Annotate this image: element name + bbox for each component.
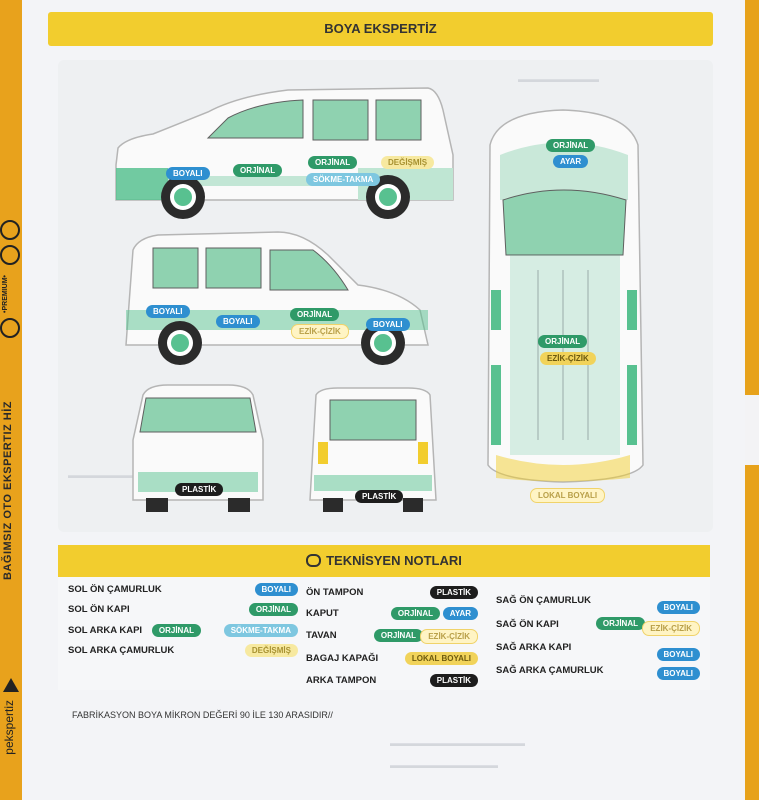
tag-left-front-door: ORJİNAL bbox=[233, 164, 283, 177]
tag-roof-2: EZİK-ÇİZİK bbox=[540, 352, 596, 365]
warning-triangle-icon bbox=[3, 678, 19, 692]
brand-name: pekspertiz bbox=[2, 700, 16, 755]
front-view bbox=[132, 384, 264, 512]
logo-wheel-icon bbox=[0, 318, 20, 338]
note-label: SOL ÖN ÇAMURLUK bbox=[68, 584, 162, 595]
note-row: KAPUT ORJİNAL AYAR bbox=[306, 606, 478, 622]
note-row: SOL ÖN ÇAMURLUK BOYALI bbox=[68, 582, 298, 598]
chat-icon bbox=[306, 554, 322, 568]
note-label: SAĞ ARKA KAPI bbox=[496, 642, 572, 653]
note-label: KAPUT bbox=[306, 608, 339, 619]
note-label: SOL ARKA ÇAMURLUK bbox=[68, 645, 175, 656]
note-label: SAĞ ARKA ÇAMURLUK bbox=[496, 665, 604, 676]
tag-left-rear-door-2: SÖKME-TAKMA bbox=[306, 173, 381, 186]
tag-front-bumper: PLASTİK bbox=[175, 483, 224, 496]
ghost-text: ▬▬▬▬▬▬▬▬▬▬▬▬▬▬▬ bbox=[390, 738, 525, 748]
note-label: SOL ARKA KAPI bbox=[68, 625, 143, 636]
note-row: ÖN TAMPON PLASTİK bbox=[306, 585, 478, 601]
tag-right-rear-door: BOYALI bbox=[216, 315, 260, 328]
vehicle-drawings bbox=[115, 87, 644, 512]
notes-title-text: TEKNİSYEN NOTLARI bbox=[326, 553, 462, 568]
note-row: SAĞ ARKA KAPI BOYALI bbox=[496, 640, 700, 661]
note-label: SAĞ ÖN ÇAMURLUK bbox=[496, 595, 591, 606]
note-tag: BOYALI bbox=[656, 667, 700, 680]
note-label: BAGAJ KAPAĞI bbox=[306, 653, 379, 664]
tag-right-front-door: ORJİNAL bbox=[290, 308, 340, 321]
page-title: BOYA EKSPERTİZ bbox=[48, 12, 713, 46]
note-tag: BOYALI bbox=[656, 648, 700, 661]
tag-hood: ORJİNAL bbox=[546, 139, 596, 152]
tag-right-front-fender: BOYALI bbox=[366, 318, 410, 331]
note-tag: SÖKME-TAKMA bbox=[223, 624, 298, 637]
note-tag: LOKAL BOYALI bbox=[404, 652, 478, 665]
tag-left-fender: BOYALI bbox=[166, 167, 210, 180]
note-row: SOL ÖN KAPI ORJİNAL bbox=[68, 602, 298, 618]
note-row: TAVAN ORJİNAL EZİK-ÇİZİK bbox=[306, 628, 478, 644]
note-tag: PLASTİK bbox=[429, 586, 478, 599]
right-tab bbox=[745, 395, 759, 465]
tag-left-rear-fender: DEĞİŞMİŞ bbox=[381, 156, 435, 169]
ghost-text: ▬▬▬▬▬▬▬▬▬▬▬▬ bbox=[390, 760, 498, 770]
logo-wheel-icon bbox=[0, 245, 20, 265]
left-side-view bbox=[115, 87, 454, 219]
footnote: FABRİKASYON BOYA MİKRON DEĞERİ 90 İLE 13… bbox=[72, 710, 333, 720]
side-strip: BAĞIMSIZ OTO EKSPERTIZ HİZ •PREMIUM• pek… bbox=[0, 0, 22, 800]
tag-right-rear-fender: BOYALI bbox=[146, 305, 190, 318]
note-row: SAĞ ÖN KAPI ORJİNAL EZİK-ÇİZİK bbox=[496, 617, 700, 636]
tag-right-front-door-2: EZİK-ÇİZİK bbox=[291, 324, 349, 339]
tag-left-rear-door: ORJİNAL bbox=[308, 156, 358, 169]
vehicle-diagram: ▬▬▬▬▬▬▬▬▬ ▬▬▬▬▬▬ ▬▬▬▬▬▬▬▬▬ bbox=[58, 60, 713, 532]
note-row: ARKA TAMPON PLASTİK bbox=[306, 673, 478, 689]
note-tag: EZİK-ÇİZİK bbox=[420, 629, 478, 644]
note-tag: ORJİNAL bbox=[248, 603, 298, 616]
logo-wheel-icon bbox=[0, 220, 20, 240]
ghost-text: ▬▬▬▬▬▬▬▬▬ bbox=[68, 470, 149, 480]
note-row: SAĞ ÖN ÇAMURLUK BOYALI bbox=[496, 593, 700, 614]
note-label: ÖN TAMPON bbox=[306, 587, 364, 598]
right-side-view bbox=[125, 231, 429, 365]
note-label: TAVAN bbox=[306, 630, 337, 641]
note-row: BAGAJ KAPAĞI LOKAL BOYALI bbox=[306, 651, 478, 667]
note-label: SAĞ ÖN KAPI bbox=[496, 619, 559, 630]
note-row: SAĞ ARKA ÇAMURLUK BOYALI bbox=[496, 663, 700, 680]
note-tag: EZİK-ÇİZİK bbox=[642, 621, 700, 636]
note-tag: AYAR bbox=[442, 607, 478, 620]
note-row: SOL ARKA ÇAMURLUK DEĞİŞMİŞ bbox=[68, 643, 298, 659]
tag-roof: ORJİNAL bbox=[538, 335, 588, 348]
tag-rear-bumper: PLASTİK bbox=[355, 490, 404, 503]
technician-notes: TEKNİSYEN NOTLARI SOL ÖN ÇAMURLUK BOYALI… bbox=[58, 545, 710, 690]
premium-label: •PREMIUM• bbox=[2, 275, 9, 313]
note-tag: ORJİNAL bbox=[373, 629, 423, 642]
notes-title: TEKNİSYEN NOTLARI bbox=[58, 545, 710, 577]
note-row: SOL ARKA KAPI ORJİNAL SÖKME-TAKMA bbox=[68, 623, 298, 639]
tag-tailgate: LOKAL BOYALI bbox=[530, 488, 606, 503]
note-tag: ORJİNAL bbox=[595, 617, 645, 630]
note-label: ARKA TAMPON bbox=[306, 675, 377, 686]
ghost-text: ▬▬▬▬▬▬▬▬▬ bbox=[518, 74, 599, 84]
tag-hood-2: AYAR bbox=[553, 155, 589, 168]
note-tag: DEĞİŞMİŞ bbox=[244, 644, 298, 657]
rear-view bbox=[309, 387, 437, 512]
note-tag: BOYALI bbox=[254, 583, 298, 596]
note-tag: PLASTİK bbox=[429, 674, 478, 687]
note-tag: ORJİNAL bbox=[151, 624, 201, 637]
note-tag: BOYALI bbox=[656, 601, 700, 614]
note-tag: ORJİNAL bbox=[390, 607, 440, 620]
note-label: SOL ÖN KAPI bbox=[68, 604, 130, 615]
